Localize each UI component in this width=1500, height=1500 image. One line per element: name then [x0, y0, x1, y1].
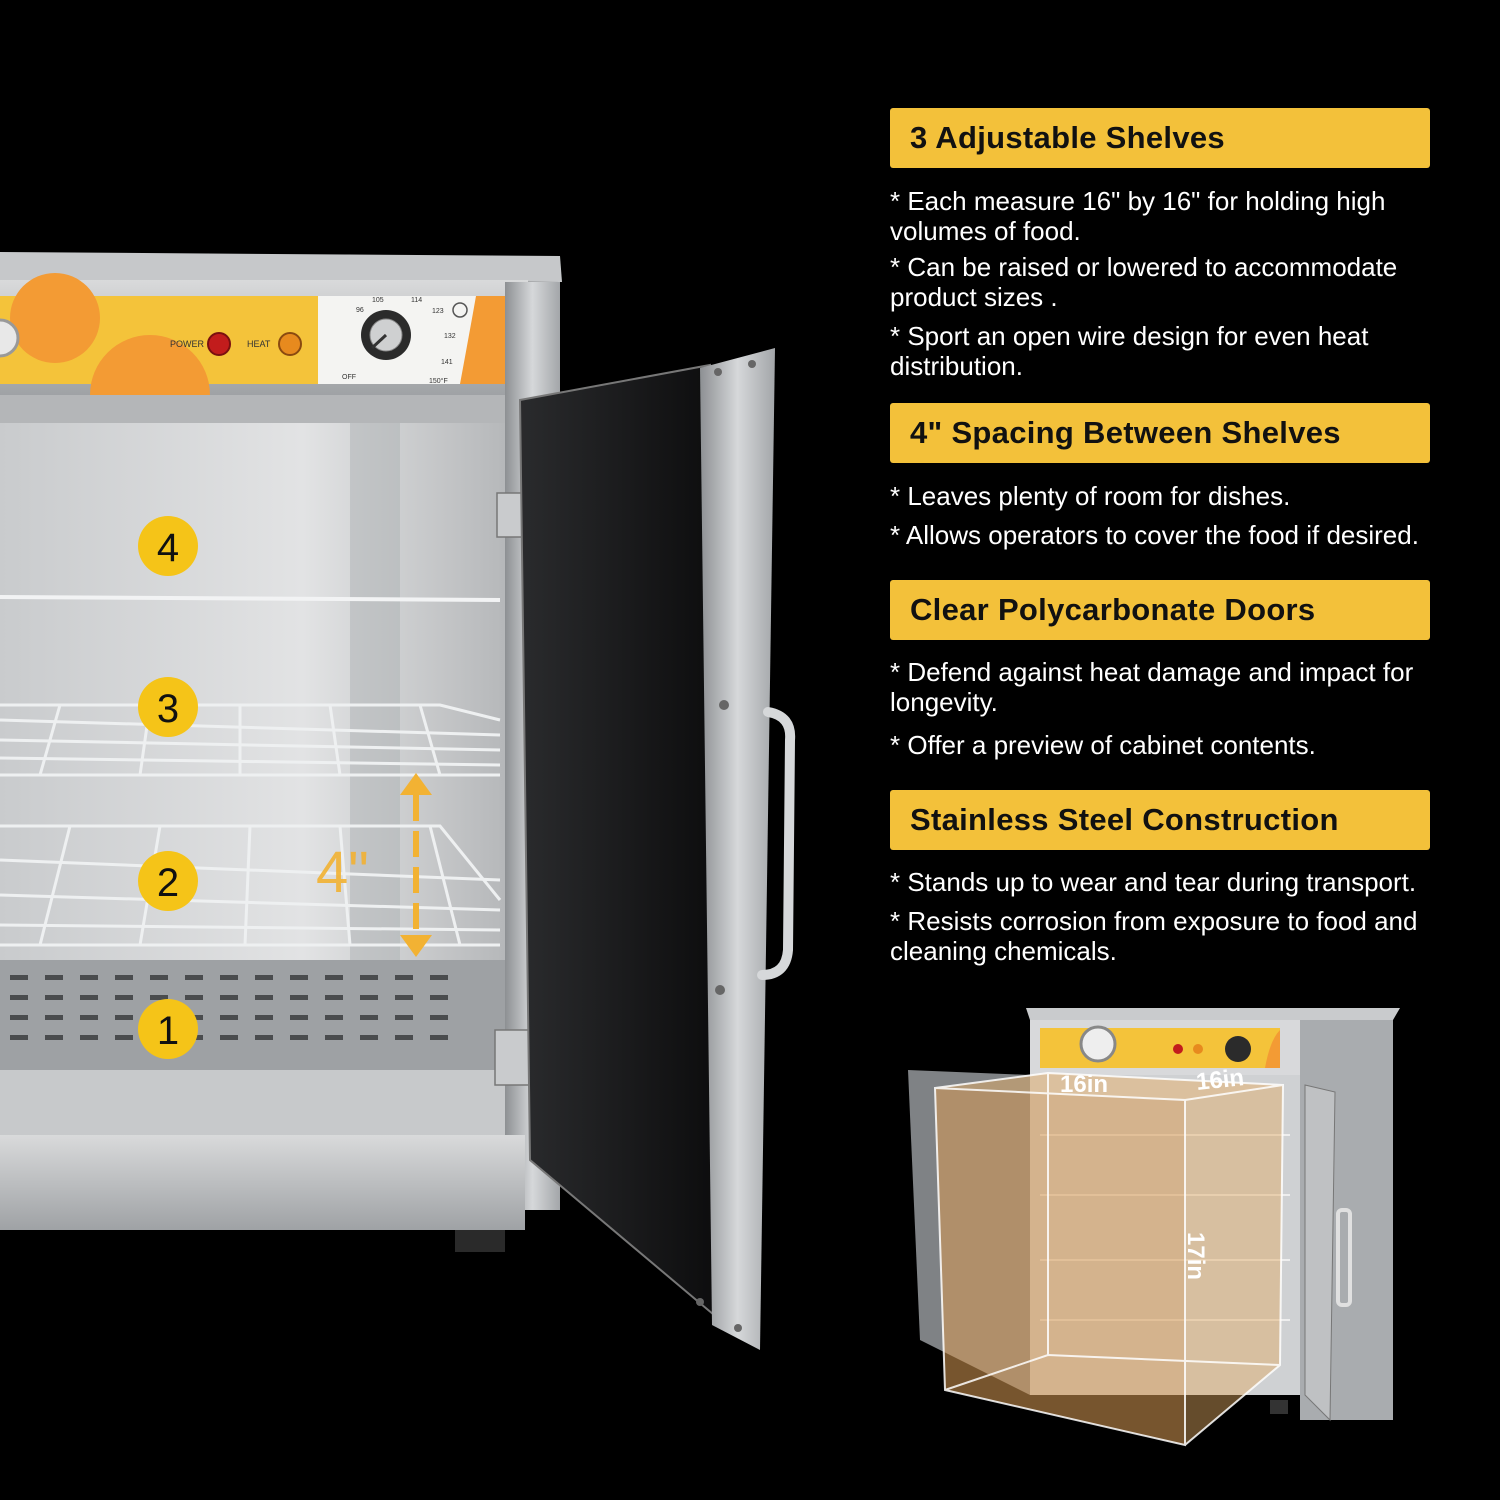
feature-bullet: * Leaves plenty of room for dishes. [890, 481, 1291, 511]
feature-title: 3 Adjustable Shelves [910, 120, 1225, 155]
mini-dial-icon [1225, 1036, 1251, 1062]
door-handle[interactable] [757, 707, 796, 980]
power-light-icon [207, 332, 231, 356]
height-dimension-label: 17in [1182, 1232, 1209, 1280]
feature-header-polycarbonate-doors: Clear Polycarbonate Doors [890, 580, 1430, 640]
feature-header-stainless-steel: Stainless Steel Construction [890, 790, 1430, 850]
dial-mark: 123 [432, 308, 444, 315]
cabinet-floor [0, 1070, 505, 1135]
decal-orange-circle [10, 273, 100, 363]
spacing-arrow-icon [400, 773, 432, 957]
dial-mark: 96 [356, 307, 364, 314]
thermometer-gauge [0, 318, 20, 358]
cabinet-front-base [0, 1135, 525, 1230]
spacing-label: 4" [316, 840, 369, 905]
decal-orange-arc [460, 296, 506, 384]
shelf-number: 2 [157, 861, 179, 905]
power-label: POWER [170, 339, 205, 349]
mini-gauge-icon [1079, 1025, 1117, 1063]
feature-title: 4" Spacing Between Shelves [910, 415, 1341, 450]
door-screw [719, 700, 729, 710]
feature-title: Stainless Steel Construction [910, 802, 1339, 837]
volume-box-front [935, 1088, 1185, 1445]
feature-bullet: * Resists corrosion from exposure to foo… [890, 906, 1418, 966]
thermometer-icon [452, 302, 468, 318]
perforated-bottom-tray [0, 960, 505, 1070]
door-screw [734, 1324, 742, 1332]
width-dimension-label: 16in [1060, 1071, 1108, 1098]
dimension-diagram: 16in 16in 17in [908, 1008, 1400, 1447]
shelf-number: 4 [157, 526, 179, 570]
lower-door-hinge [494, 1029, 534, 1086]
wire-shelf-lower [0, 824, 502, 947]
door-screw [696, 1298, 704, 1306]
dial-mark: 105 [372, 297, 384, 304]
feature-bullet: * Each measure 16" by 16" for holding hi… [890, 186, 1386, 246]
dial-mark: 132 [444, 333, 456, 340]
wire-shelf-top [0, 595, 501, 602]
dial-pointer [370, 333, 388, 350]
dial-mark: 141 [441, 359, 453, 366]
feature-bullet: * Sport an open wire design for even hea… [890, 321, 1369, 381]
perforations [10, 975, 448, 1040]
mini-cabinet-top [1026, 1008, 1400, 1020]
cabinet-top-lid [0, 252, 562, 282]
door-steel-frame [700, 348, 775, 1350]
mini-light-icon [1173, 1044, 1183, 1054]
feature-bullet: * Allows operators to cover the food if … [890, 520, 1419, 550]
mini-light-icon [1193, 1044, 1203, 1054]
feature-header-adjustable-shelves: 3 Adjustable Shelves [890, 108, 1430, 168]
mini-decal-arc [1265, 1030, 1280, 1068]
mini-cabinet-foot [1270, 1400, 1288, 1414]
heat-label: HEAT [247, 339, 271, 349]
depth-dimension-label: 16in [1195, 1064, 1246, 1096]
mini-door-handle [1336, 1208, 1352, 1307]
feature-title: Clear Polycarbonate Doors [910, 592, 1316, 627]
dial-mark: 114 [411, 297, 422, 304]
door-screw [714, 368, 722, 376]
shelf-marker-3: 3 [138, 677, 198, 737]
cabinet-foot [455, 1230, 505, 1252]
shelf-marker-2: 2 [138, 851, 198, 911]
feature-bullet: * Offer a preview of cabinet contents. [890, 730, 1316, 760]
feature-header-shelf-spacing: 4" Spacing Between Shelves [890, 403, 1430, 463]
volume-box-edges [933, 1071, 1285, 1447]
volume-box-top [935, 1073, 1283, 1100]
feature-bullet: * Can be raised or lowered to accommodat… [890, 252, 1398, 312]
door-screw [748, 360, 756, 368]
heat-light-icon [278, 332, 302, 356]
door-screw [715, 985, 725, 995]
dial-off-label: OFF [342, 374, 356, 381]
feature-bullet: * Stands up to wear and tear during tran… [890, 867, 1417, 897]
volume-box-side [1185, 1085, 1283, 1445]
shelf-marker-1: 1 [138, 999, 198, 1059]
mini-door-right [1304, 1084, 1336, 1422]
shelf-marker-4: 4 [138, 516, 198, 576]
dial-mark: 150°F [429, 377, 448, 385]
shelf-number: 1 [157, 1009, 179, 1053]
shelf-number: 3 [157, 687, 179, 731]
feature-bullet: * Defend against heat damage and impact … [890, 657, 1414, 717]
interior-top-trim [0, 395, 505, 423]
door-glass-panel [518, 363, 722, 1323]
